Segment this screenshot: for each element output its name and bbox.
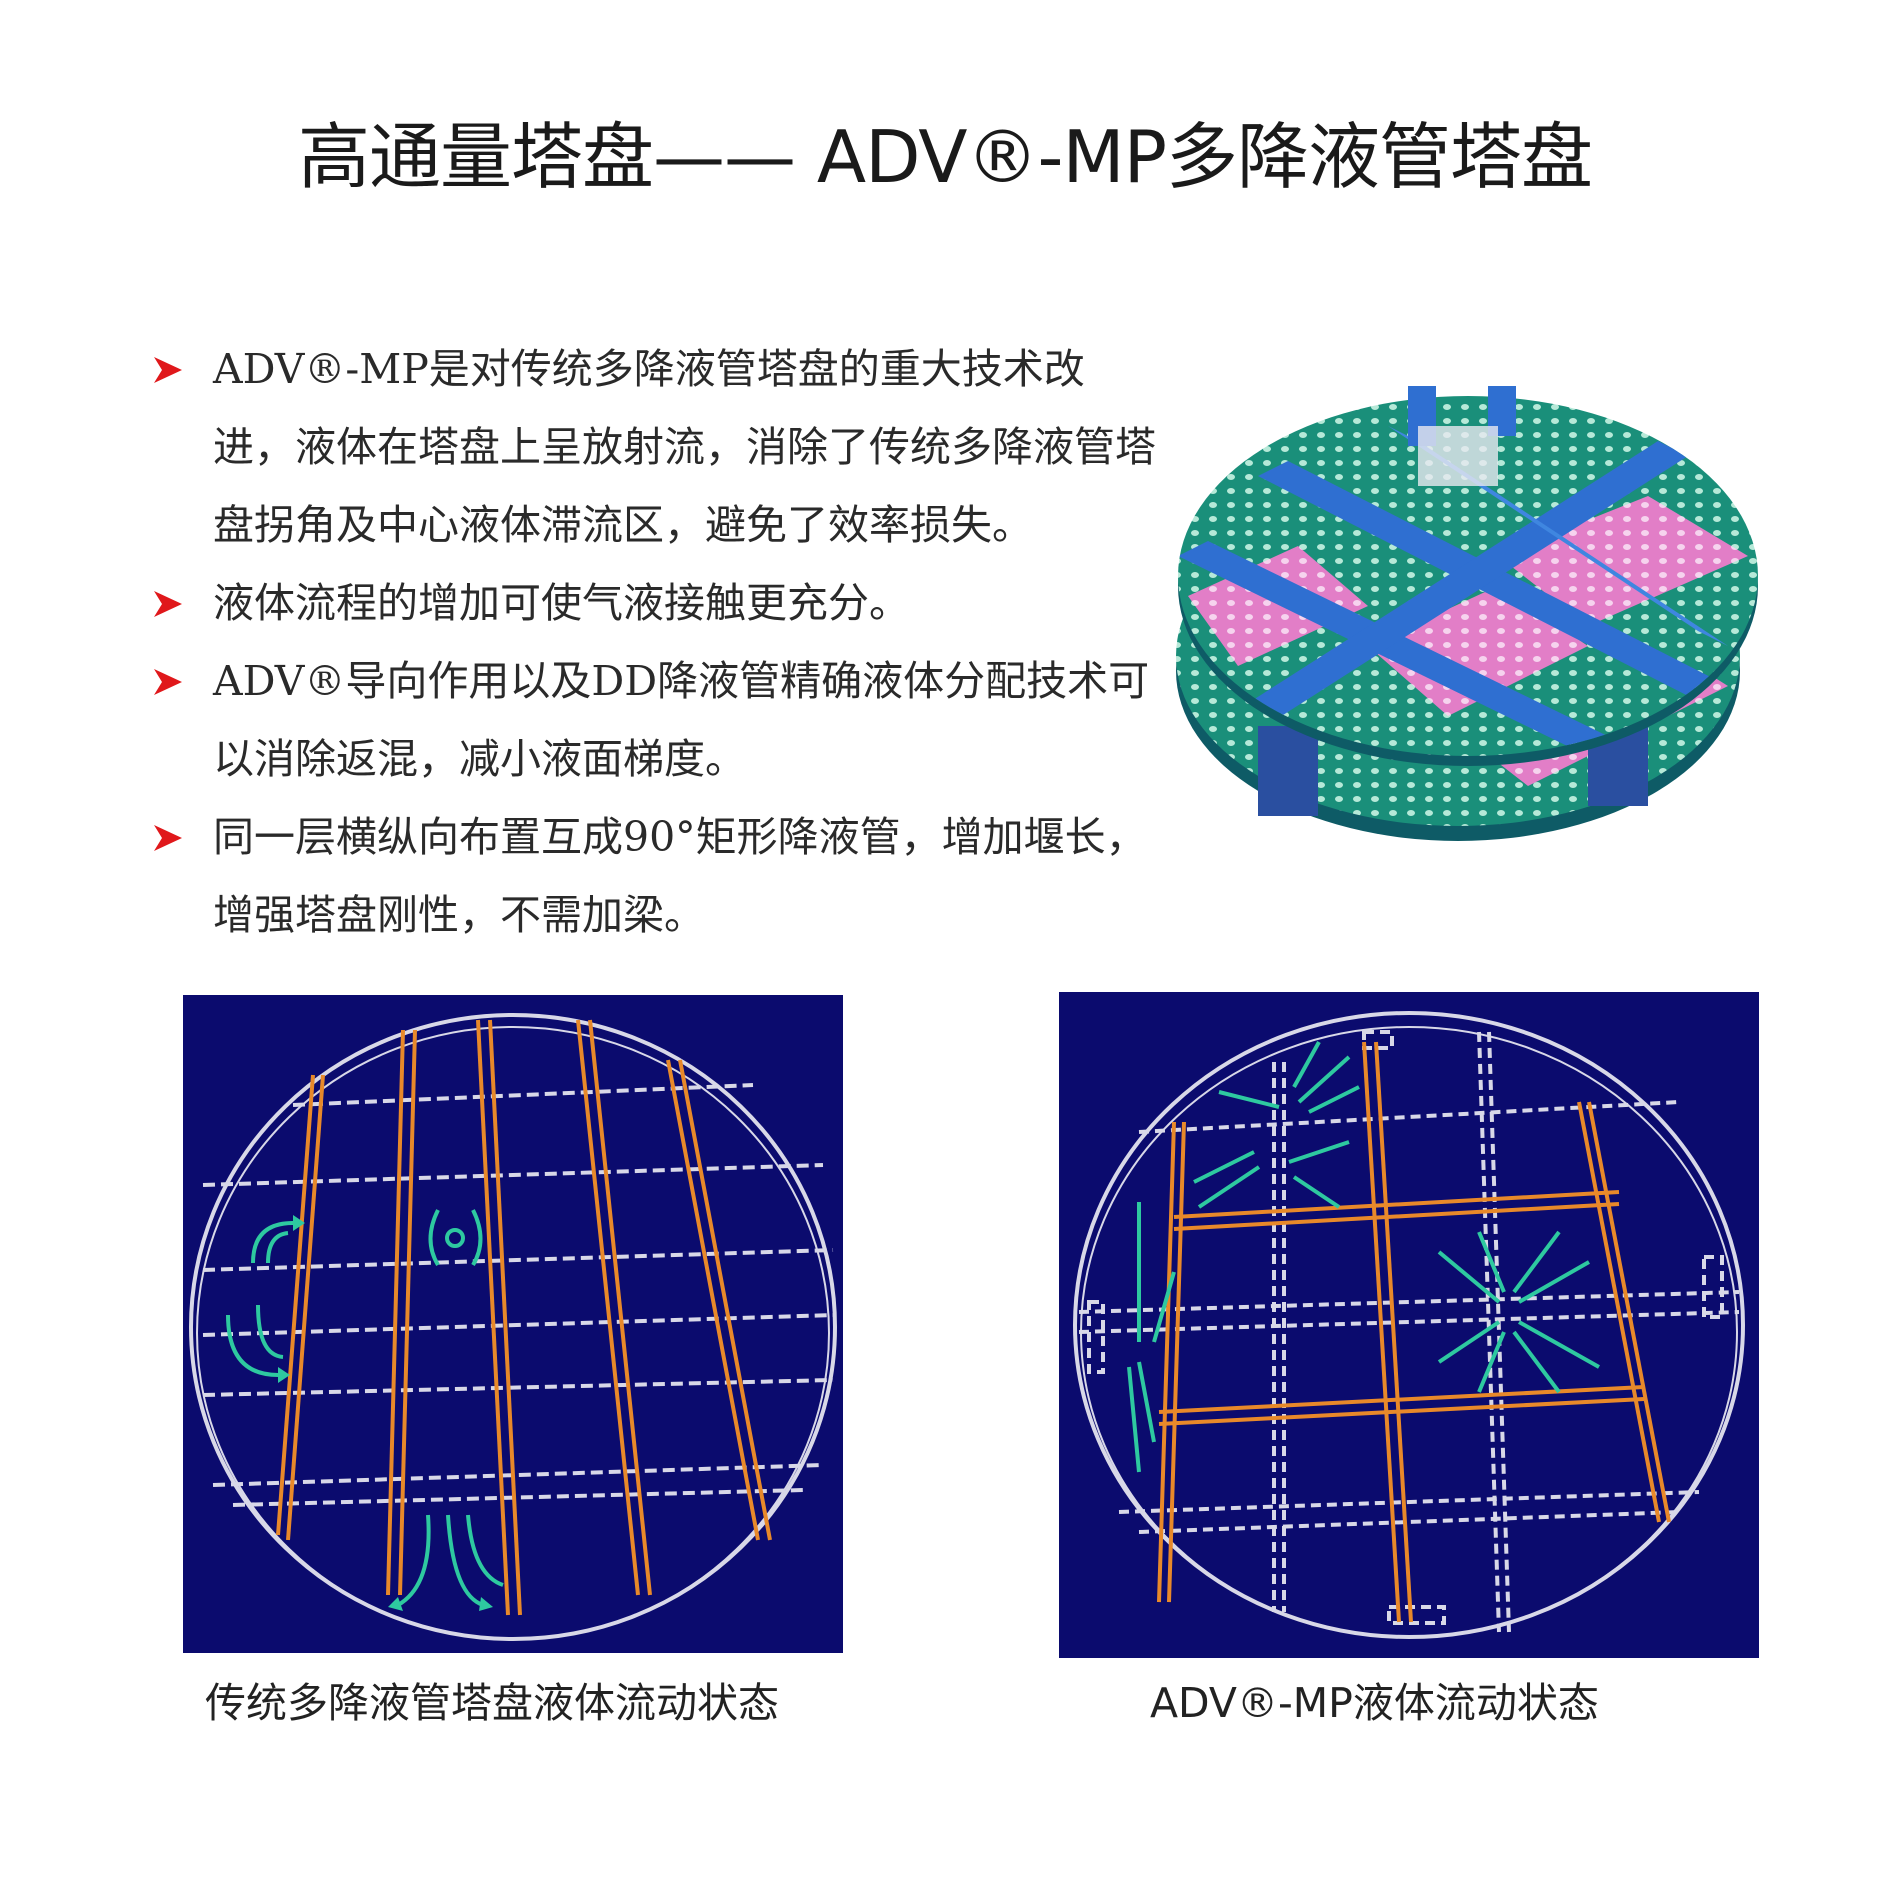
- page-title: 高通量塔盘—— ADV®-MP多降液管塔盘: [297, 115, 1593, 199]
- flow-arrow-icon: [226, 1209, 504, 1607]
- caption-traditional: 传统多降液管塔盘液体流动状态: [205, 1679, 779, 1727]
- red-arrowhead-icon: [154, 591, 182, 617]
- caption-adv-mp-prefix: ADV®-MP: [1150, 1679, 1353, 1727]
- feature-list: ADV®-MP是对传统多降液管塔盘的重大技术改进，液体在塔盘上呈放射流，消除了传…: [148, 330, 1158, 954]
- tray-3d-illustration: [1168, 386, 1758, 848]
- feature-item: 液体流程的增加可使气液接触更充分。: [148, 564, 1158, 642]
- caption-adv-mp-suffix: 液体流动状态: [1352, 1679, 1599, 1727]
- feature-item: 同一层横纵向布置互成90°矩形降液管，增加堰长，增强塔盘刚性，不需加梁。: [148, 798, 1158, 954]
- feature-text: 液体流程的增加可使气液接触更充分。: [213, 579, 910, 627]
- adv-mp-tray-flow-figure: [1059, 992, 1759, 1658]
- caption-adv-mp: ADV®-MP液体流动状态: [1150, 1675, 1710, 1731]
- feature-text: ADV®导向作用以及DD降液管精确液体分配技术可以消除返混，减小液面梯度。: [213, 657, 1150, 783]
- feature-item: ADV®导向作用以及DD降液管精确液体分配技术可以消除返混，减小液面梯度。: [148, 642, 1158, 798]
- red-arrowhead-icon: [154, 357, 182, 383]
- feature-text: 同一层横纵向布置互成90°矩形降液管，增加堰长，增强塔盘刚性，不需加梁。: [213, 813, 1147, 939]
- red-arrowhead-icon: [154, 669, 182, 695]
- flow-arrow-icon: [1127, 1041, 1600, 1473]
- traditional-tray-flow-figure: [183, 995, 843, 1653]
- feature-item: ADV®-MP是对传统多降液管塔盘的重大技术改进，液体在塔盘上呈放射流，消除了传…: [148, 330, 1158, 564]
- red-arrowhead-icon: [154, 825, 182, 851]
- feature-text: ADV®-MP是对传统多降液管塔盘的重大技术改进，液体在塔盘上呈放射流，消除了传…: [213, 345, 1156, 549]
